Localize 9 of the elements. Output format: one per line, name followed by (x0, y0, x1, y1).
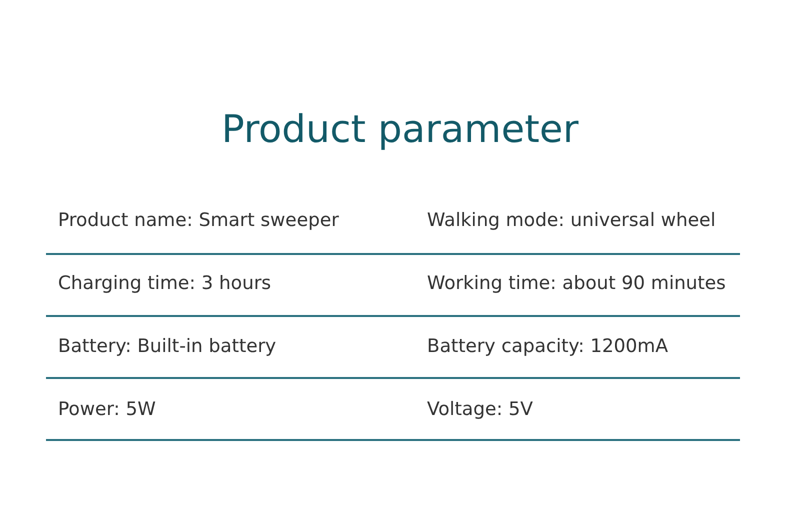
title: Product parameter (220, 106, 580, 153)
table-cell-text: Walking mode: universal wheel (427, 209, 716, 233)
table-cell-text: Power: 5W (58, 398, 156, 422)
table-cell-text: Battery capacity: 1200mA (427, 335, 668, 359)
table-cell-text: Battery: Built-in battery (58, 335, 276, 359)
table-cell-text: Voltage: 5V (427, 398, 533, 422)
table-cell-text: Working time: about 90 minutes (427, 272, 726, 296)
table-cell-text: Charging time: 3 hours (58, 272, 272, 296)
table-cell-text: Product name: Smart sweeper (58, 209, 339, 233)
